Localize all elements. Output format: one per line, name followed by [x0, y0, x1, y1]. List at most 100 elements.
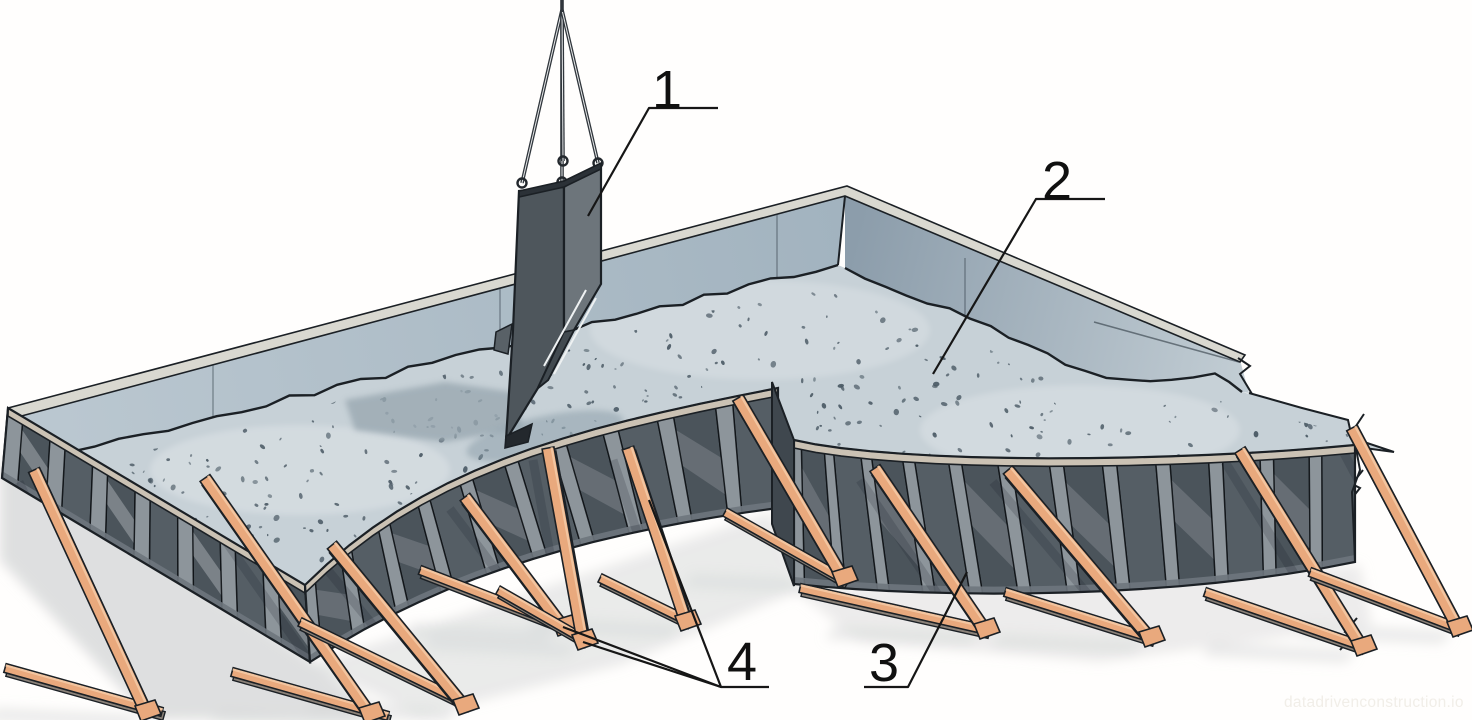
annotation-leader-lines	[562, 106, 1105, 689]
brace-foot-block	[830, 565, 860, 589]
speckle	[437, 266, 442, 271]
speckle	[253, 266, 258, 271]
speckle	[711, 348, 717, 355]
speckle	[1125, 246, 1130, 252]
speckle	[908, 328, 912, 331]
speckle	[1040, 412, 1044, 417]
speckle	[973, 221, 977, 224]
speckle	[194, 212, 200, 217]
speckle	[1068, 215, 1071, 218]
speckle	[1174, 415, 1177, 419]
speckle	[900, 192, 906, 199]
speckle	[1038, 376, 1044, 381]
speckle	[133, 244, 139, 251]
speckle	[1030, 233, 1032, 236]
speckle	[1213, 706, 1218, 712]
speckle	[308, 302, 311, 306]
speckle	[487, 250, 494, 257]
speckle	[884, 197, 887, 201]
speckle	[1298, 265, 1303, 268]
speckle	[683, 648, 686, 652]
speckle	[1365, 286, 1369, 290]
leader-line	[864, 571, 968, 689]
leader-line	[582, 640, 722, 689]
speckle	[434, 598, 437, 601]
speckle	[757, 302, 762, 307]
speckle	[1147, 660, 1149, 663]
speckle	[76, 704, 80, 708]
speckle	[403, 262, 409, 265]
speckle	[279, 437, 282, 441]
speckle	[254, 236, 262, 244]
panel-glint	[569, 456, 625, 515]
speckle	[1378, 614, 1382, 619]
speckle	[1381, 405, 1385, 410]
speckle	[484, 241, 487, 245]
speckle	[816, 410, 819, 414]
speckle	[1163, 404, 1167, 407]
speckle	[144, 305, 148, 309]
speckle	[1107, 443, 1113, 447]
speckle	[1290, 686, 1293, 688]
speckle	[678, 700, 684, 704]
speckle	[215, 466, 222, 472]
speckle	[1005, 448, 1011, 453]
beam-highlight	[1009, 466, 1154, 637]
speckle	[1158, 667, 1166, 673]
speckle	[287, 288, 292, 292]
speckle	[134, 215, 141, 222]
speckle	[788, 601, 793, 606]
speckle	[806, 639, 811, 645]
speckle	[147, 237, 152, 241]
speckle	[853, 384, 860, 390]
speckle	[1283, 364, 1286, 369]
speckle	[1344, 393, 1349, 399]
panel-glint	[106, 480, 135, 544]
speckle	[701, 385, 703, 389]
speckle	[122, 289, 127, 294]
speckle	[133, 269, 139, 274]
speckle	[1284, 393, 1289, 399]
brace-assembly	[798, 463, 1002, 641]
speckle	[457, 206, 460, 211]
speckle	[868, 401, 873, 405]
speckle	[1364, 219, 1366, 222]
speckle	[1146, 281, 1152, 285]
speckle	[406, 254, 413, 262]
speckle	[1295, 663, 1299, 667]
speckle	[991, 671, 998, 678]
speckle	[460, 374, 465, 378]
speckle	[1004, 408, 1009, 414]
speckle	[1017, 685, 1024, 693]
speckle	[303, 294, 309, 302]
speckle	[1253, 668, 1260, 675]
speckle	[924, 358, 928, 362]
brace-shadow	[1202, 643, 1356, 663]
speckle	[996, 361, 1000, 364]
speckle	[130, 204, 133, 207]
speckle	[1316, 663, 1321, 667]
speckle	[906, 702, 909, 704]
speckle	[957, 447, 963, 453]
speckle	[1168, 420, 1171, 423]
speckle	[85, 322, 91, 327]
speckle	[1112, 706, 1116, 709]
speckle	[646, 395, 649, 397]
speckle	[258, 525, 263, 529]
speckle	[711, 698, 714, 700]
beam-highlight	[1005, 588, 1154, 637]
speckle	[55, 387, 60, 394]
speckle	[801, 378, 804, 384]
speckle	[967, 686, 973, 693]
beam-highlight	[1354, 425, 1463, 627]
speckle	[1312, 201, 1315, 203]
speckle	[188, 461, 192, 465]
panel-glint	[391, 533, 437, 576]
sling-cable-highlight	[521, 9, 563, 184]
speckle	[595, 550, 599, 555]
speckle	[201, 224, 206, 230]
speckle	[485, 210, 491, 215]
speckle	[554, 568, 559, 572]
speckle	[104, 307, 110, 312]
speckle	[319, 556, 325, 563]
